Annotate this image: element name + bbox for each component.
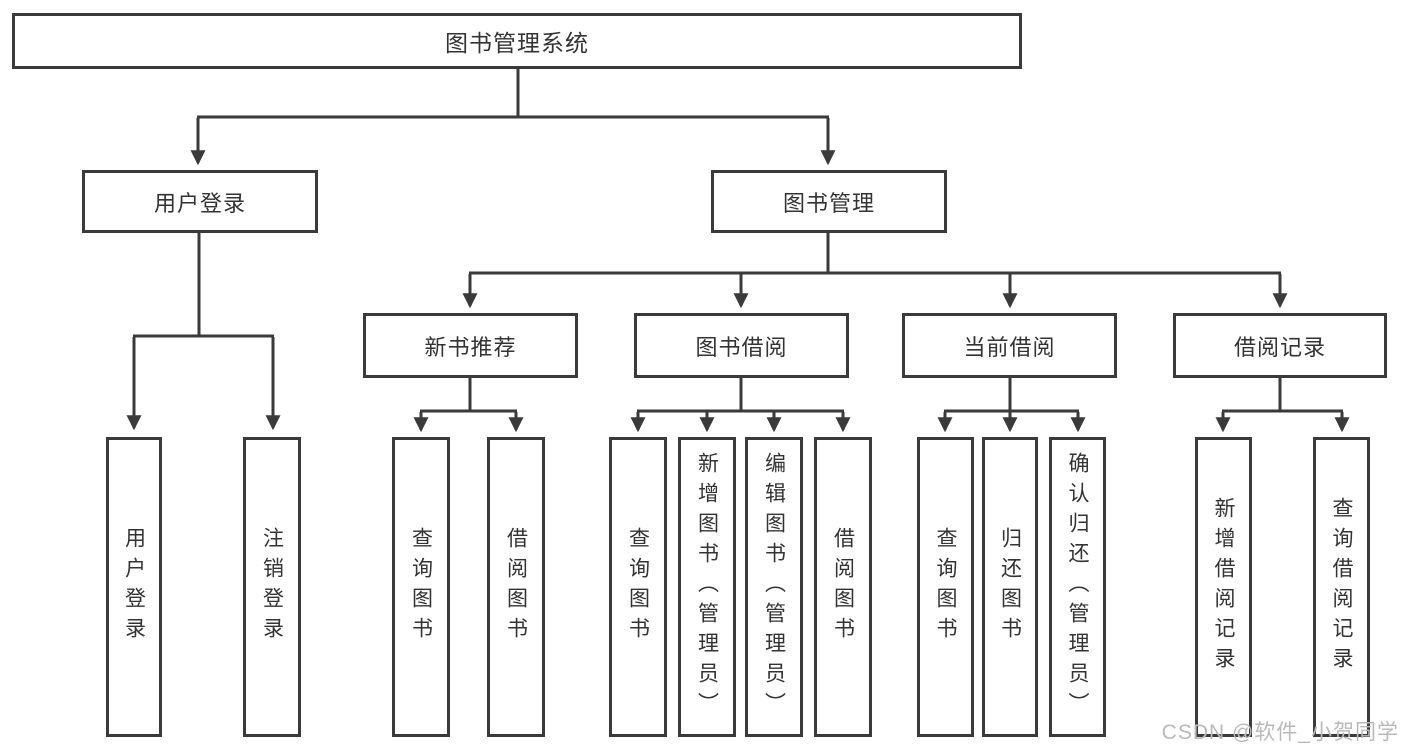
leaf-query-books-recommend: 查询图书 bbox=[392, 437, 450, 737]
connector-rails bbox=[133, 69, 1343, 413]
node-label: 图书管理系统 bbox=[445, 30, 589, 56]
node-label: 确认归还（管理员） bbox=[1066, 452, 1089, 722]
node-label: 编辑图书（管理员） bbox=[762, 452, 786, 722]
leaf-return-books: 归还图书 bbox=[982, 437, 1038, 737]
leaf-logout: 注销登录 bbox=[243, 437, 301, 737]
node-label: 新书推荐 bbox=[424, 334, 517, 360]
leaf-user-login: 用户登录 bbox=[106, 437, 162, 737]
node-label: 查询图书 bbox=[626, 527, 650, 647]
leaf-confirm-return-admin: 确认归还（管理员） bbox=[1049, 437, 1106, 737]
leaf-borrow-books-borrowing: 借阅图书 bbox=[814, 437, 872, 737]
leaf-edit-books-admin: 编辑图书（管理员） bbox=[745, 437, 803, 737]
node-label: 查询图书 bbox=[409, 527, 433, 647]
node-current-borrowing: 当前借阅 bbox=[902, 313, 1117, 378]
leaf-query-borrow-record: 查询借阅记录 bbox=[1313, 437, 1370, 737]
node-book-management-system: 图书管理系统 bbox=[12, 13, 1022, 69]
node-label: 用户登录 bbox=[122, 527, 146, 647]
node-label: 图书管理 bbox=[782, 190, 875, 216]
node-label: 新增借阅记录 bbox=[1212, 497, 1235, 677]
node-book-borrowing: 图书借阅 bbox=[634, 313, 849, 378]
node-label: 当前借阅 bbox=[963, 334, 1056, 360]
node-label: 图书借阅 bbox=[695, 334, 788, 360]
leaf-query-books-current: 查询图书 bbox=[917, 437, 974, 737]
node-label: 归还图书 bbox=[998, 527, 1022, 647]
node-label: 查询图书 bbox=[934, 527, 957, 647]
node-label: 注销登录 bbox=[260, 527, 284, 647]
node-label: 借阅图书 bbox=[504, 527, 528, 647]
node-book-management: 图书管理 bbox=[711, 170, 947, 233]
node-label: 借阅图书 bbox=[831, 527, 855, 647]
node-label: 用户登录 bbox=[153, 190, 246, 216]
leaf-borrow-books-recommend: 借阅图书 bbox=[487, 437, 545, 737]
leaf-add-books-admin: 新增图书（管理员） bbox=[678, 437, 736, 737]
watermark: CSDN @软件_小贺同学 bbox=[1161, 721, 1399, 744]
leaf-add-borrow-record: 新增借阅记录 bbox=[1195, 437, 1252, 737]
leaf-query-books-borrowing: 查询图书 bbox=[609, 437, 667, 737]
node-label: 查询借阅记录 bbox=[1330, 497, 1353, 677]
node-user-login: 用户登录 bbox=[82, 170, 318, 233]
node-borrowing-records: 借阅记录 bbox=[1173, 313, 1387, 378]
node-label: 借阅记录 bbox=[1233, 334, 1326, 360]
node-label: 新增图书（管理员） bbox=[695, 452, 719, 722]
node-new-book-recommendation: 新书推荐 bbox=[363, 313, 578, 378]
